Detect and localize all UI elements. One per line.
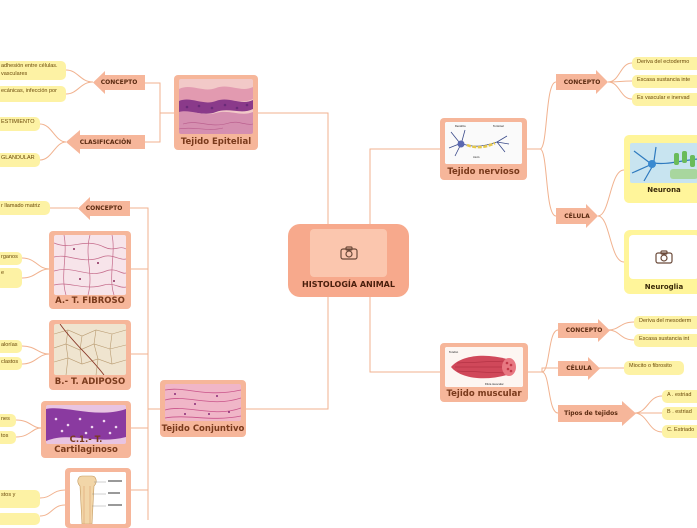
svg-text:Tendón: Tendón bbox=[449, 350, 459, 354]
epitelial-clasificacion-leaf[interactable]: GLANDULAR bbox=[0, 153, 40, 167]
epithelium-image bbox=[179, 79, 253, 134]
subtopic-adiposo[interactable]: B.- T. ADIPOSO bbox=[49, 320, 131, 390]
fibroso-leaf[interactable]: e bbox=[0, 268, 22, 288]
camera-icon bbox=[340, 246, 358, 260]
epitelial-clasificacion-leaf[interactable]: ESTIMIENTO bbox=[0, 117, 40, 131]
nervioso-concepto-leaf[interactable]: Deriva del ectodermo bbox=[632, 57, 697, 70]
nervioso-concepto-leaf[interactable]: Escasa sustancia inte bbox=[632, 75, 697, 88]
subtopic-oseo[interactable] bbox=[65, 468, 131, 528]
muscular-tipos-label[interactable]: Tipos de tejidos bbox=[558, 401, 636, 426]
nervioso-concepto-label[interactable]: CONCEPTO bbox=[556, 70, 608, 94]
neuroglia-card[interactable]: Neuroglia bbox=[624, 230, 697, 294]
muscular-tipos-leaf[interactable]: C. Estriado bbox=[662, 425, 697, 438]
adipose-tissue-image bbox=[54, 324, 126, 375]
epitelial-concepto-label[interactable]: CONCEPTO bbox=[93, 71, 145, 94]
epitelial-clasificacion-label[interactable]: CLASIFICACIÓN bbox=[66, 130, 145, 154]
bone-diagram-image bbox=[70, 472, 126, 524]
oseo-leaf[interactable]: stos y bbox=[0, 490, 40, 508]
topic-title: Tejido muscular bbox=[440, 389, 528, 399]
central-image-placeholder bbox=[310, 229, 387, 277]
neuroglia-image-placeholder bbox=[629, 235, 697, 279]
central-title: HISTOLOGÍA ANIMAL bbox=[288, 280, 409, 289]
conjuntivo-concepto-label[interactable]: CONCEPTO bbox=[78, 197, 130, 220]
svg-text:Axón: Axón bbox=[473, 155, 480, 159]
muscular-concepto-label[interactable]: CONCEPTO bbox=[558, 319, 610, 342]
epitelial-concepto-leaf[interactable]: adhesión entre células. vasculares bbox=[0, 61, 66, 80]
muscular-concepto-leaf[interactable]: Escasa sustancia int bbox=[634, 334, 697, 347]
cartilaginoso-leaf[interactable]: tos bbox=[0, 431, 16, 444]
camera-icon bbox=[655, 250, 673, 264]
subtopic-title: C.1.- T. Cartilaginoso bbox=[41, 435, 131, 455]
subtopic-title: B.- T. ADIPOSO bbox=[49, 377, 131, 387]
neuron-micrograph-image bbox=[630, 143, 697, 183]
connective-tissue-image bbox=[165, 384, 241, 421]
neuroglia-label: Neuroglia bbox=[624, 283, 697, 291]
topic-tejido-conjuntivo[interactable]: Tejido Conjuntivo bbox=[160, 380, 246, 437]
muscular-celula-label[interactable]: CÉLULA bbox=[558, 357, 600, 380]
subtopic-cartilaginoso[interactable]: C.1.- T. Cartilaginoso bbox=[41, 401, 131, 458]
adiposo-leaf[interactable]: alorías bbox=[0, 340, 22, 353]
conjuntivo-concepto-leaf[interactable]: r llamado matriz bbox=[0, 201, 50, 215]
fibrous-tissue-image bbox=[54, 235, 126, 295]
svg-text:Fibra muscular: Fibra muscular bbox=[485, 382, 504, 386]
muscular-celula-leaf[interactable]: Miocito o fibrosito bbox=[624, 361, 684, 375]
muscular-tipos-leaf[interactable]: B . estriad bbox=[662, 407, 697, 420]
nervioso-celula-label[interactable]: CÉLULA bbox=[556, 204, 598, 228]
subtopic-fibroso[interactable]: A.- T. FIBROSO bbox=[49, 231, 131, 309]
neurona-label: Neurona bbox=[624, 186, 697, 194]
nervioso-concepto-leaf[interactable]: Es vascular e inervad bbox=[632, 93, 697, 106]
subtopic-title: A.- T. FIBROSO bbox=[49, 296, 131, 306]
topic-title: Tejido Conjuntivo bbox=[160, 424, 246, 434]
oseo-leaf[interactable] bbox=[0, 513, 40, 525]
topic-title: Tejido nervioso bbox=[440, 167, 527, 177]
central-topic[interactable]: HISTOLOGÍA ANIMAL bbox=[288, 224, 409, 297]
epitelial-concepto-leaf[interactable]: ecánicas, infección por bbox=[0, 86, 66, 102]
adiposo-leaf[interactable]: clastos bbox=[0, 357, 22, 370]
topic-tejido-epitelial[interactable]: Tejido Epitelial bbox=[174, 75, 258, 150]
cartilaginoso-leaf[interactable]: nes bbox=[0, 414, 16, 427]
fibroso-leaf[interactable]: rganos bbox=[0, 252, 22, 265]
muscular-concepto-leaf[interactable]: Deriva del mesoderm bbox=[634, 316, 697, 329]
neurona-card[interactable]: Neurona bbox=[624, 135, 697, 203]
svg-text:Dendrita: Dendrita bbox=[455, 124, 466, 128]
svg-text:Terminal: Terminal bbox=[493, 124, 504, 128]
muscular-tipos-leaf[interactable]: A . estriad bbox=[662, 390, 697, 403]
topic-title: Tejido Epitelial bbox=[174, 137, 258, 147]
